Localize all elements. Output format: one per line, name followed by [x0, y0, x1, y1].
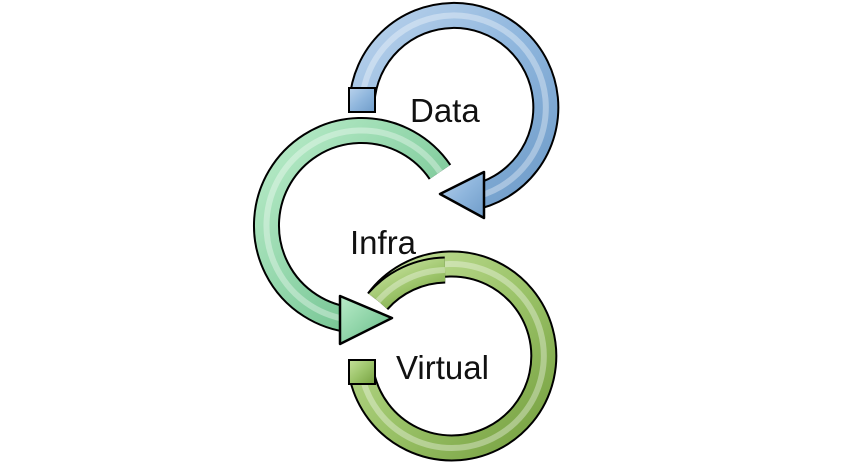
label-infra: Infra [350, 224, 417, 261]
label-virtual: Virtual [396, 349, 489, 386]
data-arrowhead [438, 170, 486, 220]
data-arrow [348, 1, 560, 220]
infra-arrow [252, 117, 452, 346]
label-data: Data [410, 92, 480, 129]
infra-arrowhead [338, 294, 394, 346]
virtual-arrow-overlap [367, 256, 446, 311]
